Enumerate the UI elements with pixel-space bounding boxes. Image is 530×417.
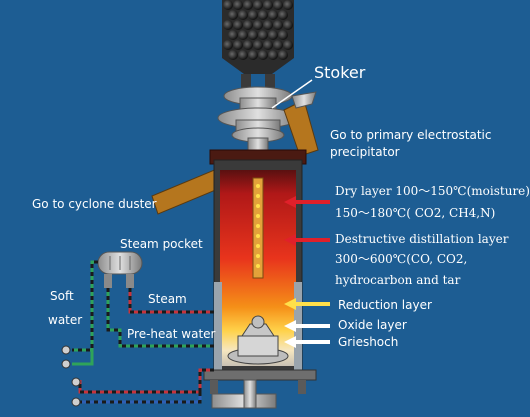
grieshoch-arrow <box>284 336 330 348</box>
primary-precipitator-label-2: precipitator <box>330 145 400 159</box>
distillation-label-2: 300～600℃(CO, CO2, <box>335 252 468 266</box>
steam-pocket-label: Steam pocket <box>120 237 203 251</box>
valves <box>61 345 81 407</box>
distillation-label-3: hydrocarbon and tar <box>335 273 461 287</box>
stoker-assembly <box>217 86 319 157</box>
distillation-label-1: Destructive distillation layer <box>335 232 509 246</box>
grate <box>227 315 289 365</box>
dry-layer-label: Dry layer 100～150℃(moisture) <box>335 184 530 198</box>
water-label: water <box>48 313 83 327</box>
oxide-arrow <box>284 320 330 332</box>
coal-hopper <box>222 0 294 96</box>
soft-label: Soft <box>50 289 74 303</box>
steam-pocket <box>97 251 143 288</box>
layer-arrows <box>284 196 330 348</box>
dry-layer-sublabel: 150～180℃( CO2, CH4,N) <box>335 206 496 220</box>
steam-label: Steam <box>148 292 187 306</box>
reduction-arrow <box>284 298 330 310</box>
pointer-lines <box>271 79 313 109</box>
stoker-label: Stoker <box>314 63 366 82</box>
cyclone-duster-label: Go to cyclone duster <box>32 197 157 211</box>
furnace <box>203 149 317 409</box>
dry-layer-arrow <box>284 196 330 208</box>
grieshoch-label: Grieshoch <box>338 335 399 349</box>
preheat-water-label: Pre-heat water <box>127 327 216 341</box>
primary-precipitator-label-1: Go to primary electrostatic <box>330 128 492 142</box>
water-steam-piping <box>72 260 214 404</box>
reduction-layer-label: Reduction layer <box>338 298 432 312</box>
oxide-layer-label: Oxide layer <box>338 318 407 332</box>
distillation-arrow <box>284 234 330 246</box>
